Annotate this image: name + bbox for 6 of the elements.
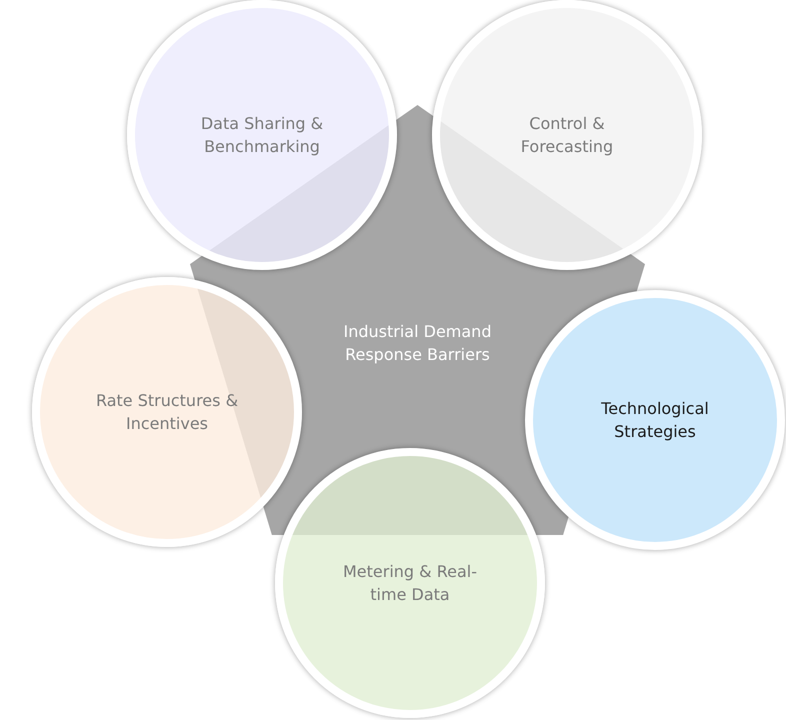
circle-label: Metering & Real-time Data [342,561,478,606]
circle-label: Control & Forecasting [520,113,614,158]
circle-label: Data Sharing & Benchmarking [200,113,324,158]
circle-label: Rate Structures & Incentives [94,390,240,435]
circle-label: Technological Strategies [600,398,710,443]
center-label: Industrial Demand Response Barriers [342,321,492,366]
